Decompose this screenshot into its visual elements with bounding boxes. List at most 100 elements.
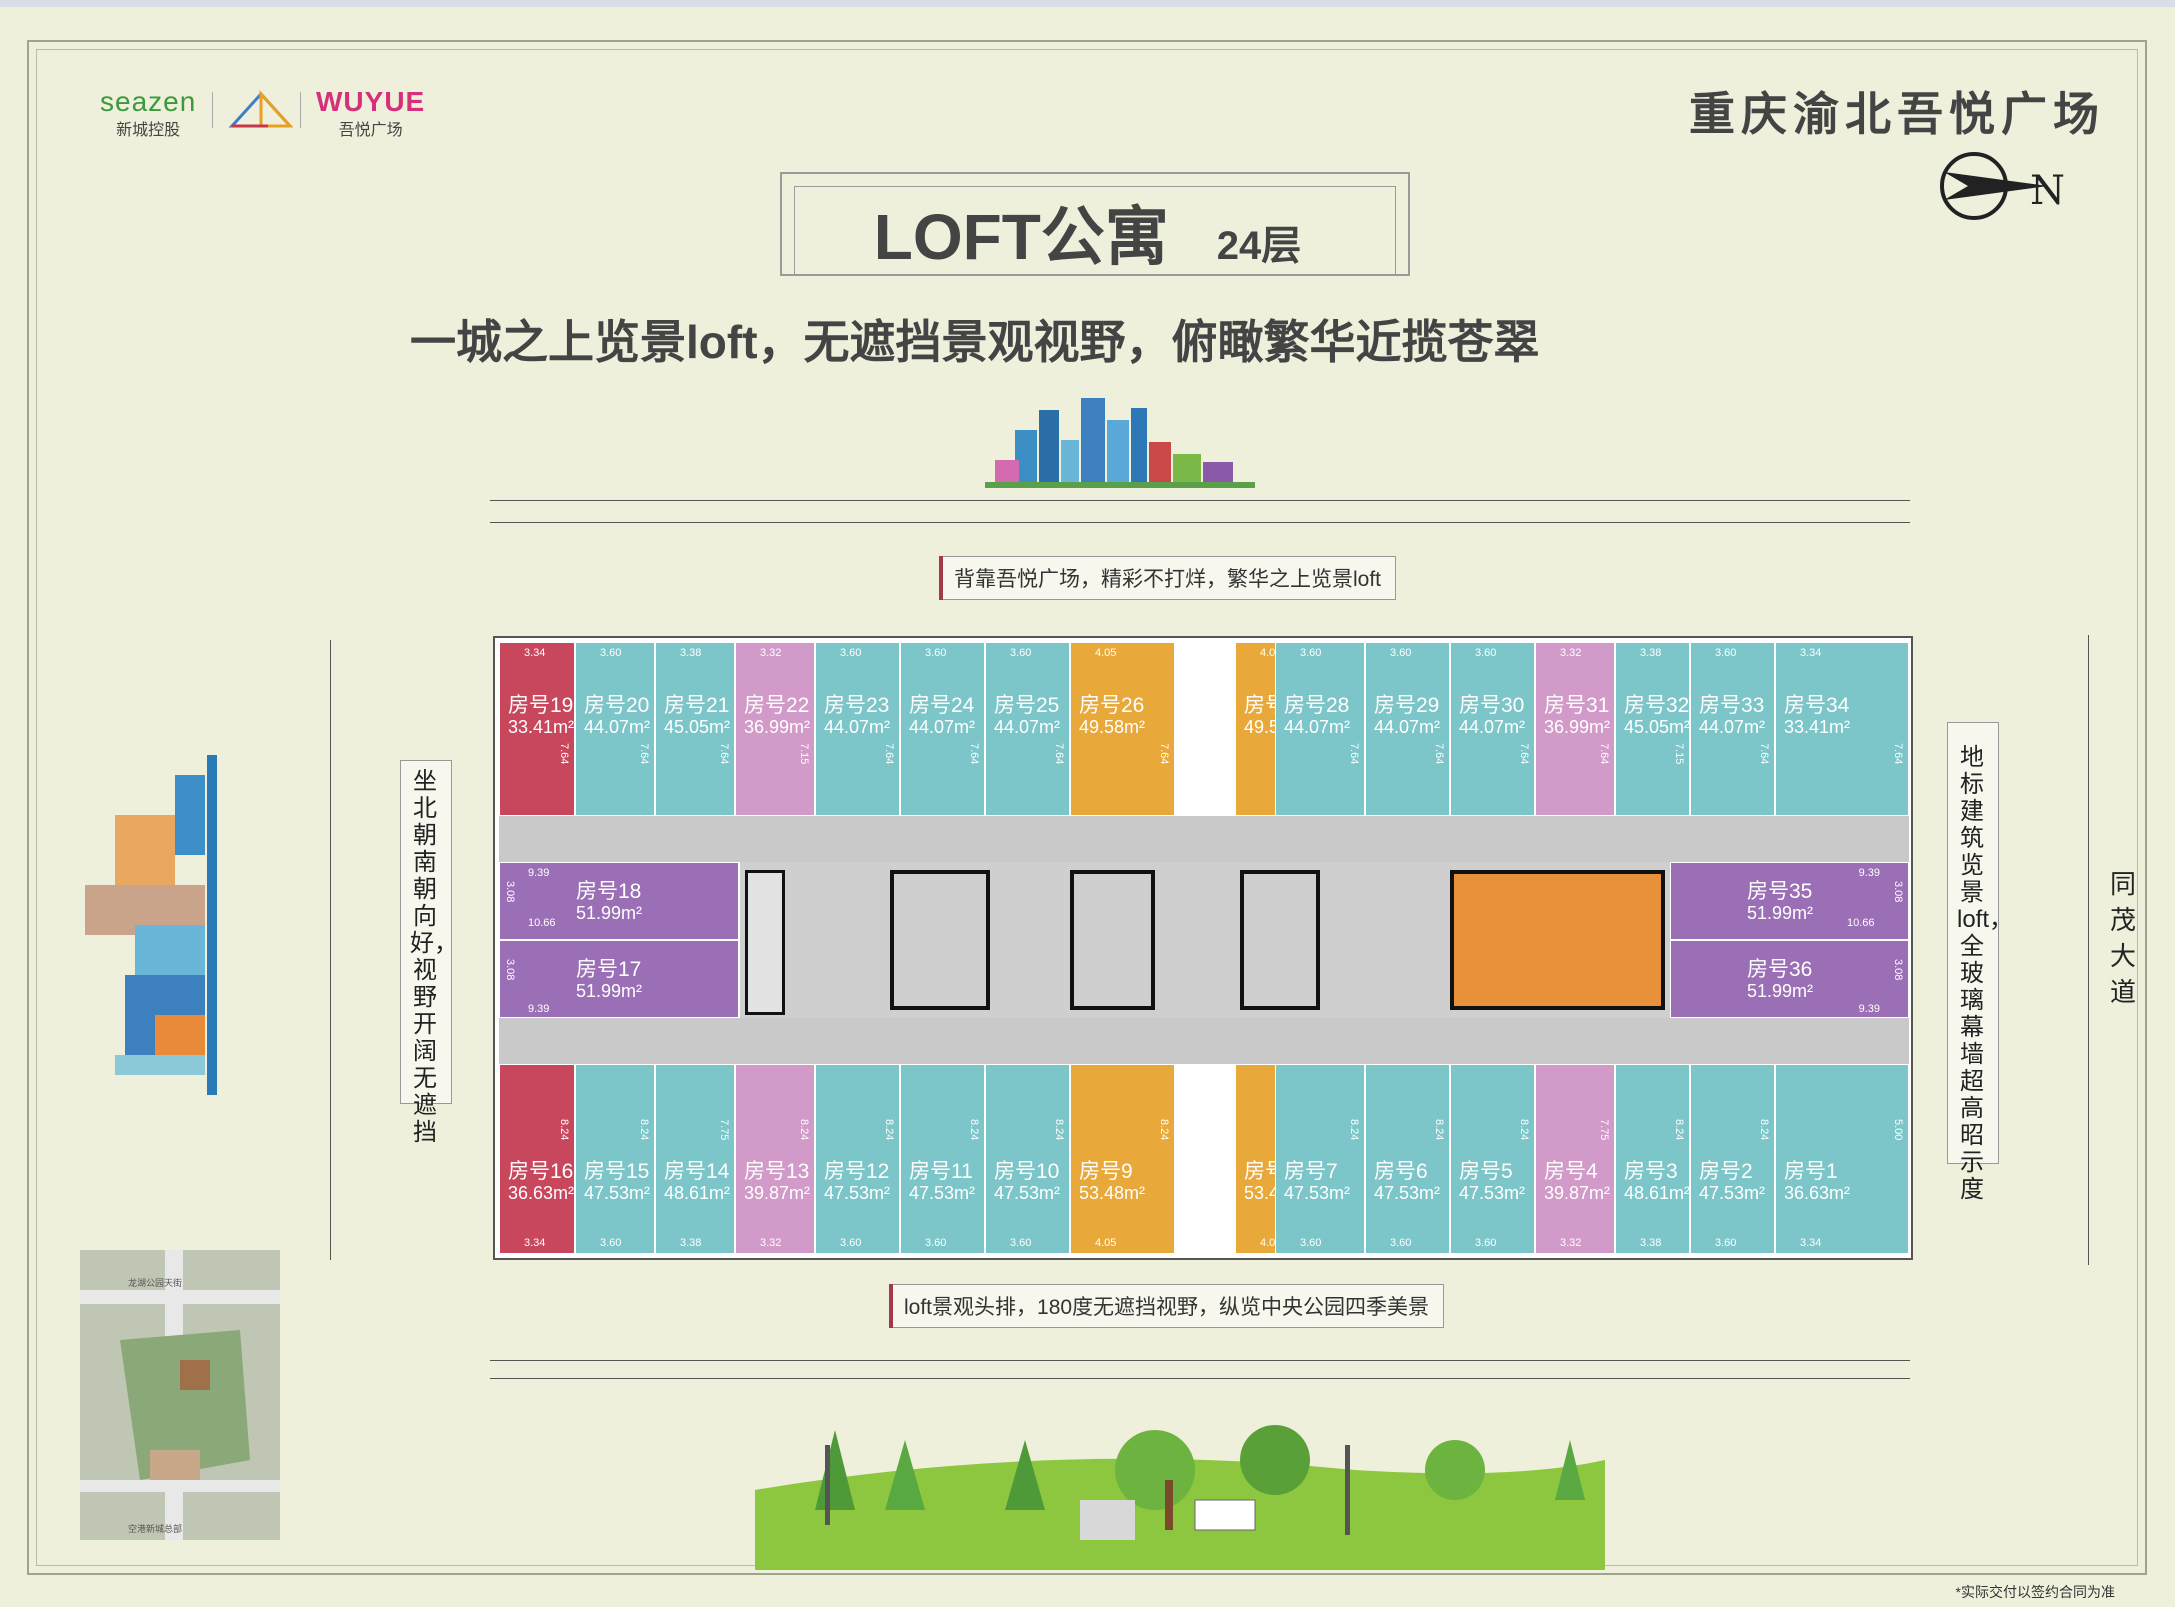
unit-width: 3.60 xyxy=(840,647,862,659)
unit-area: 39.87m² xyxy=(1544,1183,1611,1203)
unit-length: 9.39 xyxy=(1858,867,1880,879)
top-strip xyxy=(0,0,2175,7)
unit-area: 44.07m² xyxy=(994,717,1061,737)
unit-name: 房号30 xyxy=(1459,694,1525,717)
unit-name: 房号14 xyxy=(664,1160,730,1183)
unit-name: 房号35 xyxy=(1747,880,1813,903)
unit-area: 36.99m² xyxy=(744,717,811,737)
unit-width: 3.60 xyxy=(925,647,947,659)
unit-depth: 7.64 xyxy=(1433,743,1445,765)
dim-line-top xyxy=(490,500,1910,501)
unit-depth: 8.24 xyxy=(1158,1119,1170,1141)
unit-area: 47.53m² xyxy=(1459,1183,1526,1203)
unit-name: 房号19 xyxy=(508,694,574,717)
unit-area: 49.58m² xyxy=(1079,717,1146,737)
unit-depth: 3.08 xyxy=(504,881,516,903)
project-name: 重庆渝北吾悦广场 xyxy=(1689,88,2105,140)
brand-divider-2 xyxy=(300,92,301,128)
seazen-logo-cn: 新城控股 xyxy=(116,122,181,139)
unit-area: 44.07m² xyxy=(1284,717,1351,737)
unit-depth: 7.64 xyxy=(883,743,895,765)
unit-area: 47.53m² xyxy=(909,1183,976,1203)
unit-width: 3.60 xyxy=(1715,647,1737,659)
unit-width: 3.38 xyxy=(1640,647,1662,659)
unit-area: 44.07m² xyxy=(1374,717,1441,737)
unit-name: 房号9 xyxy=(1079,1160,1133,1183)
unit-name: 房号10 xyxy=(994,1160,1060,1183)
unit-area: 47.53m² xyxy=(1284,1183,1351,1203)
city-skyline-top-icon xyxy=(985,398,1255,488)
unit-width: 3.60 xyxy=(1300,1237,1322,1249)
stair-left xyxy=(745,870,785,1015)
unit-depth: 5.00 xyxy=(1892,1119,1904,1141)
elevator-block-3 xyxy=(1240,870,1320,1010)
unit-depth: 8.24 xyxy=(1433,1119,1445,1141)
unit-area: 51.99m² xyxy=(576,903,643,923)
unit-name: 房号25 xyxy=(994,694,1060,717)
unit-name: 房号21 xyxy=(664,694,730,717)
unit-depth: 8.24 xyxy=(1673,1119,1685,1141)
unit-depth: 8.24 xyxy=(1518,1119,1530,1141)
corridor-top xyxy=(499,816,1909,862)
unit-name: 房号13 xyxy=(744,1160,810,1183)
unit-width: 3.60 xyxy=(1300,647,1322,659)
unit-depth: 7.75 xyxy=(718,1119,730,1141)
service-block xyxy=(1450,870,1665,1010)
elevator-block-1 xyxy=(890,870,990,1010)
unit-length: 9.39 xyxy=(1858,1003,1880,1015)
tag-right-box xyxy=(1947,722,1999,1164)
unit-area: 47.53m² xyxy=(824,1183,891,1203)
unit-name: 房号29 xyxy=(1374,694,1440,717)
unit-width: 3.60 xyxy=(1715,1237,1737,1249)
elevator-block-2 xyxy=(1070,870,1155,1010)
unit-name: 房号26 xyxy=(1079,694,1145,717)
tag-right: 地标建筑览景loft，全玻璃幕墙超高昭示度 xyxy=(1957,744,2014,1203)
unit-area: 33.41m² xyxy=(1784,717,1851,737)
unit-width: 10.66 xyxy=(1847,917,1875,929)
corridor-bottom xyxy=(499,1018,1909,1064)
unit-width: 3.60 xyxy=(1010,647,1032,659)
site-map-thumbnail: 龙湖公园天街 空港新城总部 xyxy=(80,1250,280,1540)
unit-width: 3.60 xyxy=(1010,1237,1032,1249)
footnote: *实际交付以签约合同为准 xyxy=(1955,1584,2115,1600)
unit-name: 房号7 xyxy=(1284,1160,1338,1183)
unit-area: 44.07m² xyxy=(824,717,891,737)
unit-width: 3.60 xyxy=(1390,647,1412,659)
